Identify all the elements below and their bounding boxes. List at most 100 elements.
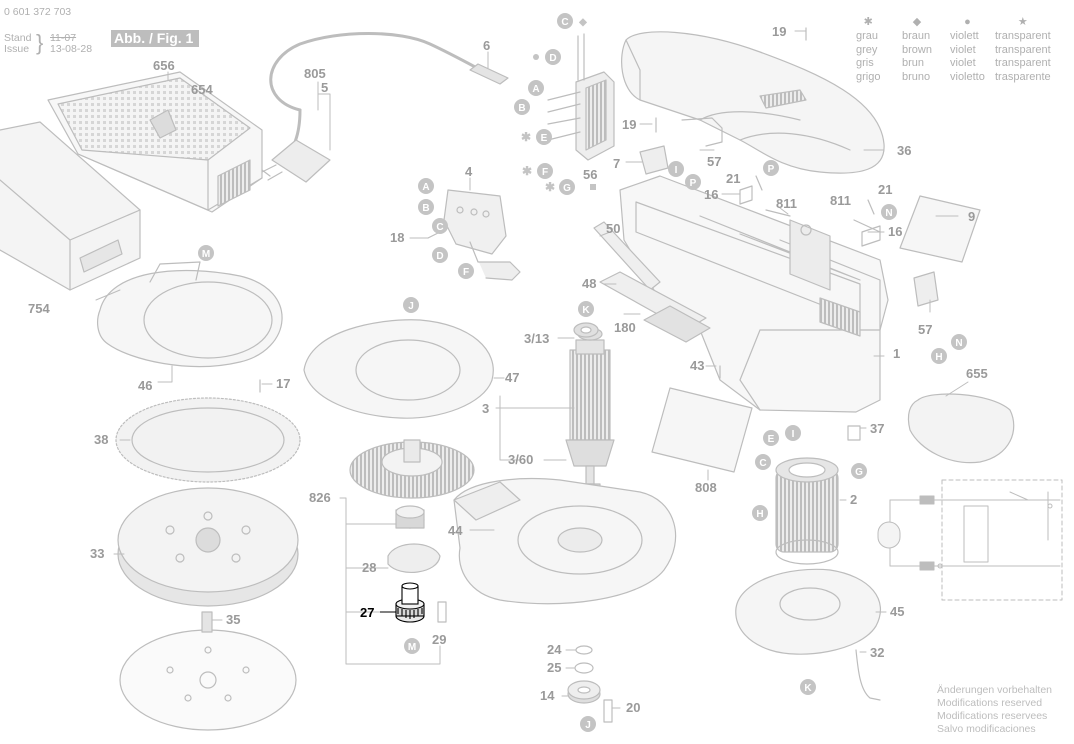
callout-letter: C	[436, 222, 443, 233]
legend-text: transparent	[995, 43, 1051, 56]
part-label: 4	[465, 164, 473, 179]
part-label: 808	[695, 480, 717, 495]
callout-D: D	[432, 247, 448, 263]
part-label: 656	[153, 58, 175, 73]
part-label: 805	[304, 66, 326, 81]
callout-P: P	[685, 174, 701, 190]
cover-plate	[899, 195, 981, 263]
part-label: 17	[276, 376, 290, 391]
part-label: 655	[966, 366, 988, 381]
washer-25	[574, 662, 594, 674]
part-label: 45	[890, 604, 904, 619]
part-label: 56	[583, 167, 597, 182]
pad-screw	[201, 611, 213, 633]
callout-K: K	[800, 679, 816, 695]
wire-32	[855, 649, 881, 701]
legend-col-violet: ● violett violet violet violetto	[950, 16, 985, 84]
doc-number: 0 601 372 703	[4, 6, 72, 18]
highlighted-part-27[interactable]: 27	[360, 582, 425, 623]
part-label: 19	[772, 24, 786, 39]
part-label: 29	[432, 632, 446, 647]
label-plate	[651, 387, 753, 473]
note-line: Änderungen vorbehalten	[937, 684, 1053, 696]
part-label: 6	[483, 38, 490, 53]
callout-letter: H	[935, 352, 942, 363]
note-line: Salvo modificaciones	[937, 723, 1036, 735]
callout-F: F	[458, 263, 474, 279]
callout-letter: D	[549, 53, 556, 64]
callout-letter: K	[582, 305, 590, 316]
part-label-highlighted: 27	[360, 605, 374, 620]
end-cap	[907, 393, 1015, 464]
callout-letter: P	[690, 178, 697, 189]
screw-29	[437, 601, 447, 623]
flange-28	[387, 543, 441, 573]
callout-H: H	[931, 348, 947, 364]
part-label: 16	[888, 224, 902, 239]
callout-letter: G	[855, 467, 863, 478]
callout-letter: C	[561, 17, 568, 28]
note-line: Modifications reservees	[937, 710, 1048, 722]
sanding-pad	[117, 487, 299, 607]
power-cable	[261, 32, 509, 183]
part-label: 180	[614, 320, 636, 335]
callout-K: K	[578, 301, 594, 317]
dot-icon	[533, 54, 539, 60]
callout-G: G	[851, 463, 867, 479]
part-label: 16	[704, 187, 718, 202]
bearing-826	[395, 505, 425, 529]
base-housing	[453, 478, 677, 605]
callout-C: C	[432, 218, 448, 234]
part-label: 19	[622, 117, 636, 132]
callout-D: D	[533, 49, 561, 65]
pad-shroud	[97, 261, 283, 368]
asterisk-icon: ✱	[863, 16, 873, 28]
diamond-icon: ◆	[578, 17, 587, 28]
part-label: 37	[870, 421, 884, 436]
callout-letter: M	[408, 642, 416, 653]
part-label: 44	[448, 523, 463, 538]
legend-col-brown: ◆ braun brown brun bruno	[902, 16, 932, 84]
note-line: Modifications reserved	[937, 697, 1043, 709]
legend-text: braun	[902, 30, 931, 42]
legend-text: transparent	[995, 30, 1051, 42]
part-label: 1	[893, 346, 900, 361]
spring-811	[765, 209, 881, 233]
part-label: 48	[582, 276, 596, 291]
stand-label: Stand	[4, 32, 32, 44]
wiring-schematic	[877, 479, 1063, 601]
armature	[565, 327, 615, 495]
callout-letter: B	[518, 103, 525, 114]
callout-N: N	[951, 334, 967, 350]
housing-cap	[621, 31, 885, 174]
asterisk-icon: ✱	[521, 130, 531, 144]
part-label: 18	[390, 230, 404, 245]
callout-letter: A	[422, 182, 429, 193]
stator	[775, 457, 839, 565]
callout-M: M	[404, 638, 420, 654]
callout-F: F✱	[522, 163, 553, 179]
callout-C: C	[755, 454, 771, 470]
callout-letter: F	[542, 167, 548, 178]
asterisk-icon: ✱	[545, 180, 555, 194]
callout-letter: E	[541, 133, 548, 144]
part-label: 32	[870, 645, 884, 660]
legend-col-transparent: ★ transparent transparent transparent tr…	[995, 16, 1051, 84]
bracket-16a	[739, 185, 753, 205]
callout-B: B	[418, 199, 434, 215]
fan-826	[349, 439, 475, 499]
plate-37	[847, 425, 861, 441]
part-label: 21	[726, 171, 740, 186]
clip	[681, 117, 723, 147]
callout-I: I	[785, 425, 801, 441]
part-label: 50	[606, 221, 620, 236]
bracket-16b	[861, 225, 881, 247]
legend-text: grey	[856, 43, 878, 56]
part-label: 47	[505, 370, 519, 385]
part-label: 28	[362, 560, 376, 575]
washer-24	[575, 645, 593, 655]
legend-text: violetto	[950, 70, 985, 83]
callout-E: E✱	[521, 129, 552, 145]
callouts: C◆ D A B E✱ F✱ G✱ A B C D F I P P N N H …	[198, 13, 967, 732]
